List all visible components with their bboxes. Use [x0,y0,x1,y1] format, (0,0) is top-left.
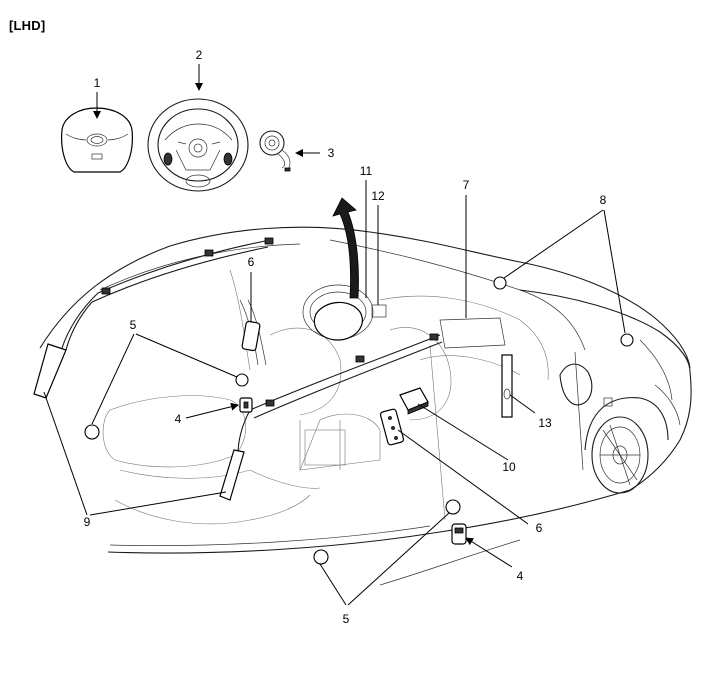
callout-numbers: 1 2 3 11 12 7 8 6 5 4 9 10 13 6 4 5 [84,48,607,626]
drive-side-label: [LHD] [9,18,46,33]
side-airbag-front-left [241,320,261,352]
callout-5-bottom: 5 [343,612,350,626]
curtain-airbag-right [219,333,443,501]
callout-4-left: 4 [175,412,182,426]
driver-airbag-in-car [313,301,363,341]
callout-1: 1 [94,76,101,90]
clock-spring [259,130,291,172]
side-airbag-front-right [379,408,405,446]
clock-spring-in-car [371,304,387,318]
passenger-airbag [439,317,506,349]
airbag-control-unit [399,387,429,415]
callout-6-lower: 6 [536,521,543,535]
steering-wheel [147,98,249,192]
callout-13: 13 [538,416,552,430]
callout-12: 12 [371,189,385,203]
callout-10: 10 [502,460,516,474]
curtain-airbag-left [33,237,274,399]
sensor-marker-circles [84,276,634,565]
pretensioner-rear [239,397,253,413]
callout-7: 7 [463,178,470,192]
callout-9: 9 [84,515,91,529]
callout-8: 8 [600,193,607,207]
callout-4-right: 4 [517,569,524,583]
callout-3: 3 [328,146,335,160]
removal-arrow [332,197,359,299]
callout-5-left: 5 [130,318,137,332]
driver-airbag-module [61,107,133,173]
passenger-sensor [501,354,513,418]
pretensioner-front [451,523,467,545]
callout-11: 11 [360,164,373,178]
leader-lines [43,64,626,606]
callout-2: 2 [196,48,203,62]
callout-6-upper: 6 [248,255,255,269]
